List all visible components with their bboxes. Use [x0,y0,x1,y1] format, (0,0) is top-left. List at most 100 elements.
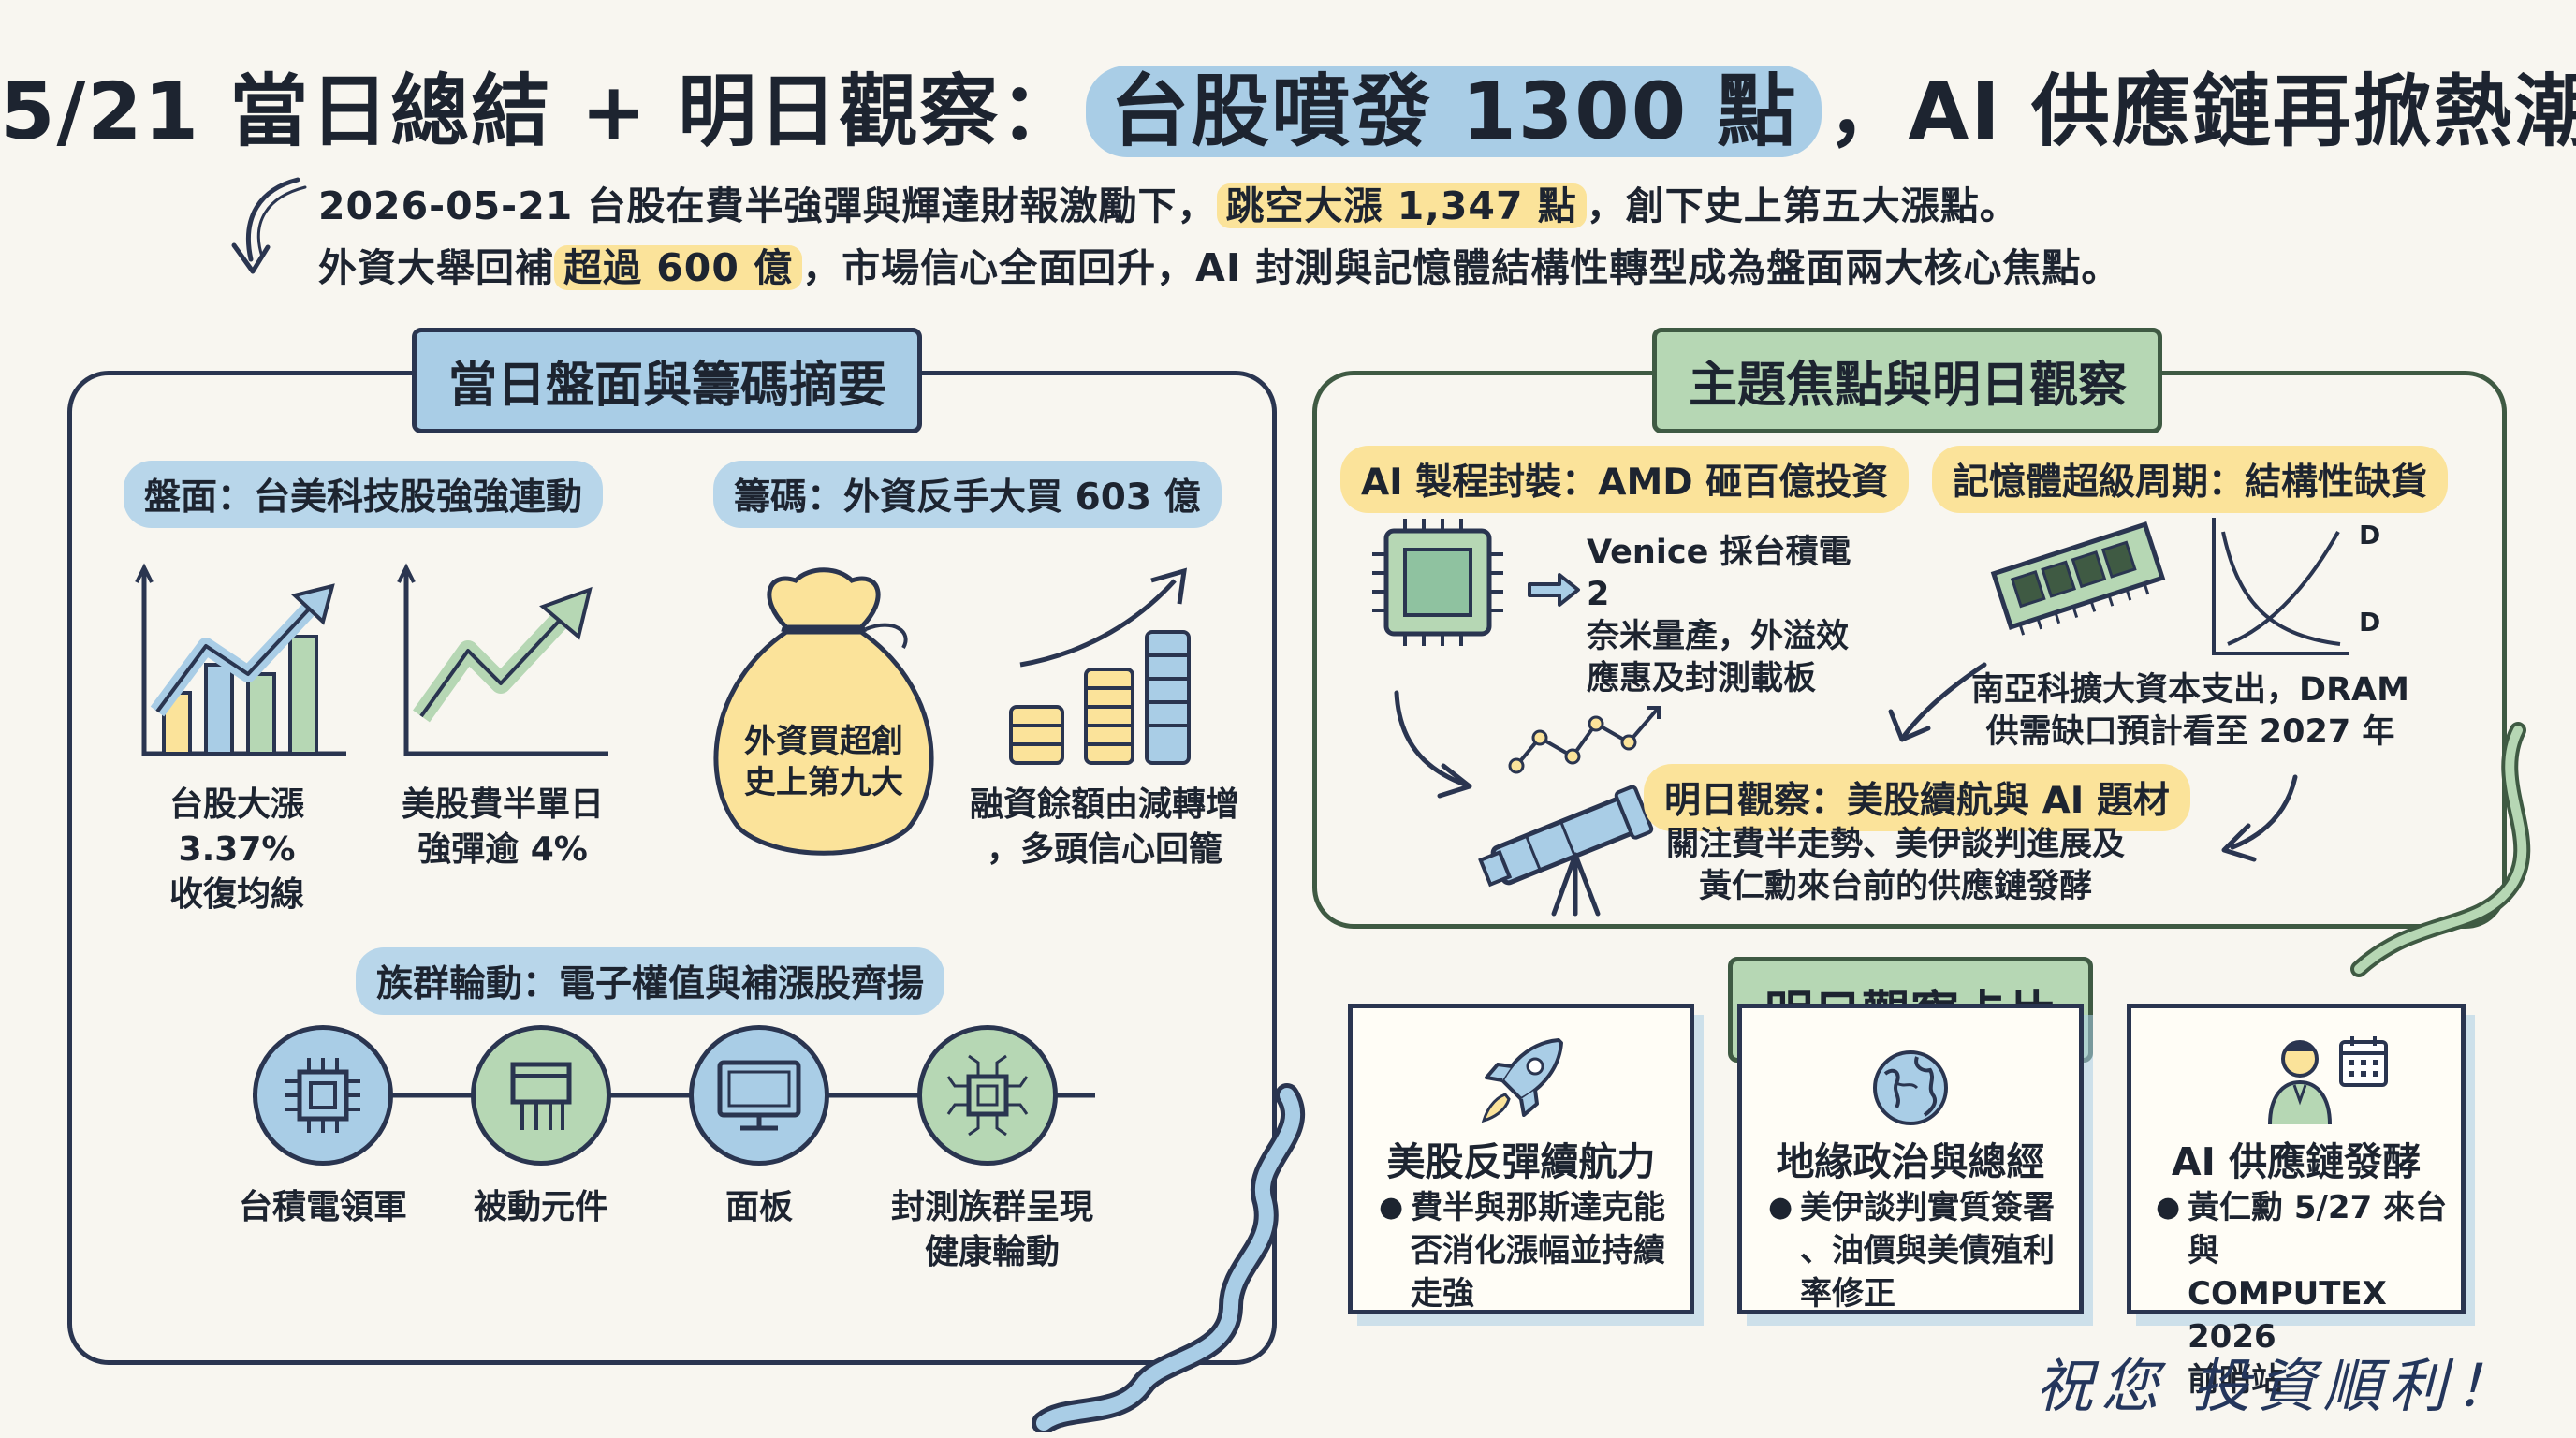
rotation-label-1: 台積電領軍 [211,1185,435,1230]
money-bag-icon [713,567,934,856]
rotation-circle-tsmc [253,1025,393,1166]
text-line: 南亞科擴大資本支出，DRAM [1971,671,2409,709]
rotation-circle-panel [689,1025,829,1166]
title-highlight: 台股噴發 1300 點 [1086,66,1822,157]
card-geopolitics: 地緣政治與總經 ● 美伊談判實質簽署 、油價與美債殖利 率修正 [1737,1004,2084,1314]
monitor-icon [717,1060,801,1131]
intro-text: 外資大舉回補 [318,245,554,290]
card-line: 否消化漲幅並持續 [1411,1232,1665,1269]
arrow-right-icon [1528,573,1580,607]
capacitor-icon [510,1062,572,1130]
label-line: 健康輪動 [924,1233,1060,1271]
card-line: 走強 [1411,1275,1474,1313]
title-before: 5/21 當日總結 + 明日觀察： [0,66,1081,157]
ai-process-text: Venice 採台積電 2 奈米量產，外溢效 應惠及封測載板 [1587,532,1858,700]
swirl-decoration [2350,722,2531,977]
label-line: 美股費半單日 [401,785,604,824]
label-line: 台股大漲 3.37% [168,785,304,869]
label-line: 強彈逾 4% [417,830,588,869]
left-panel-header: 當日盤面與籌碼摘要 [412,328,922,433]
ribbon-decoration [1032,1083,1306,1432]
card-line: 、油價與美債殖利 [1800,1232,2055,1269]
card-lines: 美伊談判實質簽署 、油價與美債殖利 率修正 [1768,1186,2077,1315]
card-line: 前哨站 [2188,1361,2283,1399]
label-line: 台積電領軍 [238,1188,407,1226]
globe-icon [1873,1050,1948,1125]
card-line: 黃仁勳 5/27 來台與 [2188,1189,2448,1269]
text-line: 供需缺口預計看至 2027 年 [1985,713,2395,751]
intro-text: 2026-05-21 台股在費半強彈與輝達財報激勵下， [318,183,1217,228]
card-title: AI 供應鏈發酵 [2171,1139,2422,1184]
supply-demand-chart-icon [2212,518,2349,655]
coins-label: 融資餘額由減轉增 ，多頭信心回籠 [945,783,1264,873]
card-line: 率修正 [1800,1275,1895,1313]
card-lines: 費半與那斯達克能 否消化漲幅並持續 走強 [1379,1186,1688,1315]
market-pill: 盤面：台美科技股強強連動 [124,461,604,528]
label-line: 外資買超創 [744,723,903,760]
rotation-circle-packaging [917,1025,1058,1166]
signoff-text: 祝您 投資順利！ [2035,1352,2520,1420]
title-after: ，AI 供應鏈再掀熱潮 [1827,66,2576,157]
text-line: Venice 採台積電 2 [1587,534,1852,613]
rotation-label-4: 封測族群呈現 健康輪動 [861,1185,1123,1275]
rotation-label-3: 面板 [647,1185,871,1230]
label-line: 融資餘額由減轉增 [969,785,1239,824]
line-chart-up-icon [397,563,608,756]
bar-chart-up-icon [135,563,346,756]
ai-process-pill: AI 製程封裝：AMD 砸百億投資 [1340,446,1910,513]
intro-line-1: 2026-05-21 台股在費半強彈與輝達財報激勵下，跳空大漲 1,347 點，… [318,174,2019,230]
card-title: 美股反彈續航力 [1386,1139,1656,1184]
axis-label-d-bottom: D [2359,607,2381,638]
label-line: 被動元件 [473,1188,608,1226]
market-label-2: 美股費半單日 強彈逾 4% [376,783,629,873]
market-label-1: 台股大漲 3.37% 收復均線 [110,783,363,917]
card-line: COMPUTEX 2026 [2188,1275,2387,1356]
card-list: ● 費半與那斯達克能 否消化漲幅並持續 走強 [1379,1186,1688,1315]
label-line: ，多頭信心回籠 [986,830,1222,869]
intro-text: ，市場信心全面回升，AI 封測與記憶體結構性轉型成為盤面兩大核心焦點。 [802,245,2121,290]
text-line: 奈米量產，外溢效 [1587,618,1850,655]
person-calendar-icon [2268,1036,2388,1125]
page-title: 5/21 當日總結 + 明日觀察：台股噴發 1300 點，AI 供應鏈再掀熱潮 [0,49,2576,162]
chip-icon [285,1058,360,1133]
memory-pill: 記憶體超級周期：結構性缺貨 [1932,446,2449,513]
curved-arrow-icon [231,177,307,274]
card-title: 地緣政治與總經 [1776,1139,2045,1184]
text-line: 關注費半走勢、美伊談判進展及 [1665,826,2125,863]
right-panel-header: 主題焦點與明日觀察 [1652,328,2162,433]
intro-highlight: 超過 600 億 [554,245,803,290]
intro-text: ，創下史上第五大漲點。 [1586,183,2019,228]
card-us-stocks: 美股反彈續航力 ● 費半與那斯達克能 否消化漲幅並持續 走強 [1348,1004,1694,1314]
card-list: ● 美伊談判實質簽署 、油價與美債殖利 率修正 [1768,1186,2077,1315]
processor-icon [1372,519,1503,646]
text-line: 應惠及封測載板 [1587,660,1817,697]
card-line: 美伊談判實質簽署 [1800,1189,2055,1226]
tomorrow-text: 關注費半走勢、美伊談判進展及 黃仁勳來台前的供應鏈發酵 [1647,824,2144,908]
circuit-chip-icon [946,1054,1029,1137]
tomorrow-pill: 明日觀察：美股續航與 AI 題材 [1644,764,2190,831]
label-line: 面板 [724,1188,793,1226]
card-ai-supply-chain: AI 供應鏈發酵 ● 黃仁勳 5/27 來台與 COMPUTEX 2026 前哨… [2127,1004,2466,1399]
text-line: 黃仁勳來台前的供應鏈發酵 [1698,868,2092,905]
bag-label: 外資買超創 史上第九大 [711,721,936,803]
card-lines: 黃仁勳 5/27 來台與 COMPUTEX 2026 前哨站 [2156,1186,2465,1401]
rotation-label-2: 被動元件 [429,1185,653,1230]
ram-module-icon [1990,521,2166,636]
label-line: 史上第九大 [744,764,903,801]
rotation-pill: 族群輪動：電子權值與補漲股齊揚 [356,947,945,1015]
memory-text: 南亞科擴大資本支出，DRAM 供需缺口預計看至 2027 年 [1966,669,2415,754]
bullet-icon: ● [2156,1191,2181,1224]
curved-arrows-decoration [1394,662,2298,862]
axis-label-d-top: D [2359,520,2381,550]
chips-pill: 籌碼：外資反手大買 603 億 [713,461,1222,528]
card-list: ● 黃仁勳 5/27 來台與 COMPUTEX 2026 前哨站 [2156,1186,2465,1401]
label-line: 封測族群呈現 [890,1188,1093,1226]
card-line: 費半與那斯達克能 [1411,1189,1665,1226]
rocket-icon [1481,1038,1563,1123]
rotation-circle-passive [471,1025,611,1166]
label-line: 收復均線 [168,875,304,914]
coin-stack-icon [1009,567,1191,765]
intro-highlight: 跳空大漲 1,347 點 [1216,183,1587,228]
intro-line-2: 外資大舉回補超過 600 億，市場信心全面回升，AI 封測與記憶體結構性轉型成為… [318,236,2120,292]
bullet-icon: ● [1768,1191,1793,1224]
